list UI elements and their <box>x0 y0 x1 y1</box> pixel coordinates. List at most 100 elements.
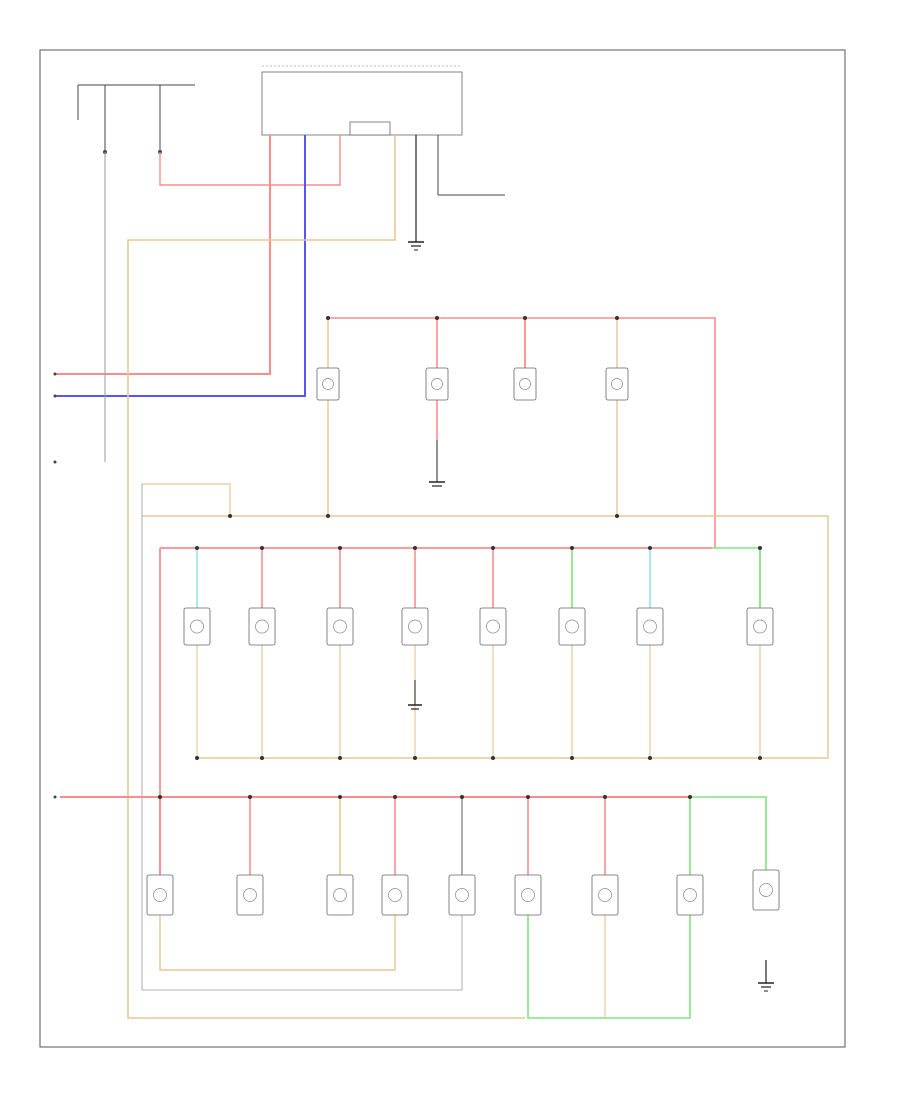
splice-junction <box>195 756 199 760</box>
row2-component-3-symbol <box>333 619 347 634</box>
row2-component-4 <box>401 607 429 646</box>
wire-red-row1-bus <box>328 317 716 548</box>
row2-component-6 <box>558 607 586 646</box>
row2-component-1-body <box>183 607 211 646</box>
splice-junction <box>758 756 762 760</box>
wire-tan-loop <box>142 483 231 516</box>
row3-component-2 <box>236 874 264 916</box>
row2-component-7-body <box>636 607 664 646</box>
row2-component-1-symbol <box>190 619 204 634</box>
module-ground <box>408 135 505 251</box>
row3-component-3 <box>326 874 354 916</box>
row3-component-6 <box>514 874 542 916</box>
row2-component-2-symbol <box>255 619 269 634</box>
row3-component-8-symbol <box>683 888 697 902</box>
row3-component-1-body <box>146 874 174 916</box>
wire-fuse-to-module <box>159 135 341 186</box>
row1-component-2-body <box>425 367 449 401</box>
splice-junction <box>195 546 199 550</box>
control-module <box>261 65 463 136</box>
row2-component-4-symbol <box>408 619 422 634</box>
row3-component-7-body <box>591 874 619 916</box>
diagram-frame <box>39 49 846 1048</box>
splice-junction <box>413 546 417 550</box>
splice-junction <box>615 316 619 320</box>
splice-junction <box>491 756 495 760</box>
splice-junction <box>260 546 264 550</box>
row1-component-1 <box>316 367 340 401</box>
wire-gray-inner-loop <box>141 484 463 991</box>
components <box>146 367 780 916</box>
row3-component-5-body <box>448 874 476 916</box>
splice-junction <box>338 546 342 550</box>
splice-junction <box>393 795 397 799</box>
row3-component-2-body <box>236 874 264 916</box>
bottom-ground <box>758 960 774 992</box>
row1-component-1-body <box>316 367 340 401</box>
row2-component-8-symbol <box>753 619 767 634</box>
splice-junction <box>570 756 574 760</box>
row3-component-4 <box>381 874 409 916</box>
row3-component-right-symbol <box>759 883 773 897</box>
row3-component-right <box>752 869 780 911</box>
row3-component-right-body <box>752 869 780 911</box>
row2-component-5-body <box>479 607 507 646</box>
wire-row3-return-a <box>159 915 396 971</box>
splice-junction <box>338 756 342 760</box>
splice-junction <box>338 795 342 799</box>
splice-junction <box>413 756 417 760</box>
row2-component-2-body <box>248 607 276 646</box>
left-connector <box>53 372 57 799</box>
row3-component-1 <box>146 874 174 916</box>
splice-junction <box>615 514 619 518</box>
wire-red-left-1 <box>55 135 271 375</box>
row2-component-5 <box>479 607 507 646</box>
row3-component-4-symbol <box>388 888 402 902</box>
wire-tan-main <box>127 135 525 1019</box>
splice-junction <box>158 795 162 799</box>
row2-component-2 <box>248 607 276 646</box>
splice-junction <box>688 795 692 799</box>
splice-junction <box>326 316 330 320</box>
row2-component-8-body <box>746 607 774 646</box>
row2-component-8 <box>746 607 774 646</box>
row3-component-7 <box>591 874 619 916</box>
wire-green-row3 <box>690 796 767 870</box>
row3-component-3-body <box>326 874 354 916</box>
wire-tan-return-row2 <box>142 515 829 759</box>
splice-junction <box>228 514 232 518</box>
row1-component-3-symbol <box>519 378 531 390</box>
splice-junction <box>260 756 264 760</box>
splice-junction <box>648 756 652 760</box>
row2-component-4-body <box>401 607 429 646</box>
splice-junction <box>570 546 574 550</box>
row3-component-8 <box>676 874 704 916</box>
row1-ground <box>429 440 445 487</box>
splice-junction <box>603 795 607 799</box>
splice-junction <box>460 795 464 799</box>
splice-junction <box>491 546 495 550</box>
junctions <box>158 316 762 799</box>
row3-component-2-symbol <box>243 888 257 902</box>
row2-component-3-body <box>326 607 354 646</box>
wire-row3-return-b <box>527 915 691 1019</box>
splice-junction <box>326 514 330 518</box>
row2-component-7-symbol <box>643 619 657 634</box>
row3-component-3-symbol <box>333 888 347 902</box>
row2-ground <box>408 680 422 710</box>
splice-junction <box>523 316 527 320</box>
splice-junction <box>758 546 762 550</box>
row2-component-6-body <box>558 607 586 646</box>
splice-junction <box>648 546 652 550</box>
row3-component-4-body <box>381 874 409 916</box>
row2-component-1 <box>183 607 211 646</box>
row3-component-8-body <box>676 874 704 916</box>
wire-green-row2 <box>712 547 761 610</box>
row1-component-3-body <box>513 367 537 401</box>
row3-component-1-symbol <box>153 888 167 902</box>
row3-component-6-symbol <box>521 888 535 902</box>
row1-component-2-symbol <box>431 378 443 390</box>
row2-component-3 <box>326 607 354 646</box>
splice-junction <box>435 316 439 320</box>
